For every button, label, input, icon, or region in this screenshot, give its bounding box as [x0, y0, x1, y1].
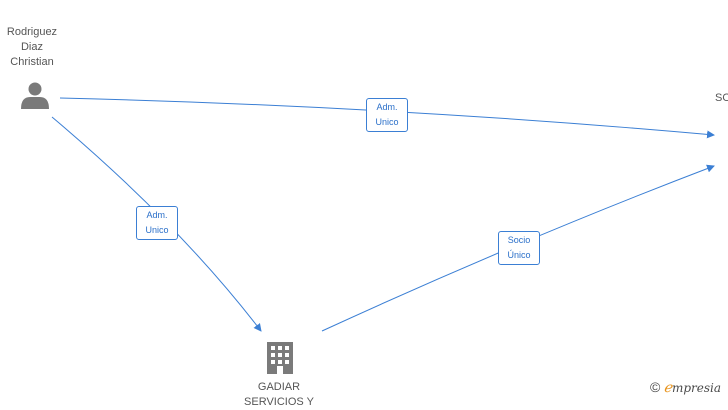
- edge-label-socio-unico: Socio Único: [498, 231, 540, 265]
- node-label-person[interactable]: Rodriguez Diaz Christian: [6, 26, 58, 68]
- node-label-company-bottom[interactable]: GADIAR SERVICIOS Y: [244, 381, 314, 408]
- building-icon[interactable]: [267, 342, 293, 374]
- empresia-watermark: © ℯmpresia: [650, 379, 721, 396]
- empresia-logo-initial: ℯ: [663, 380, 672, 396]
- edge-label-adm-unico-left: Adm. Unico: [136, 206, 178, 240]
- relationship-graph: [21, 82, 715, 374]
- node-label-company-right[interactable]: SO: [715, 92, 728, 104]
- empresia-logo-text: mpresia: [671, 381, 722, 395]
- person-icon[interactable]: [21, 82, 49, 110]
- copyright-icon: ©: [650, 379, 661, 395]
- edge-label-adm-unico-top: Adm. Unico: [366, 98, 408, 132]
